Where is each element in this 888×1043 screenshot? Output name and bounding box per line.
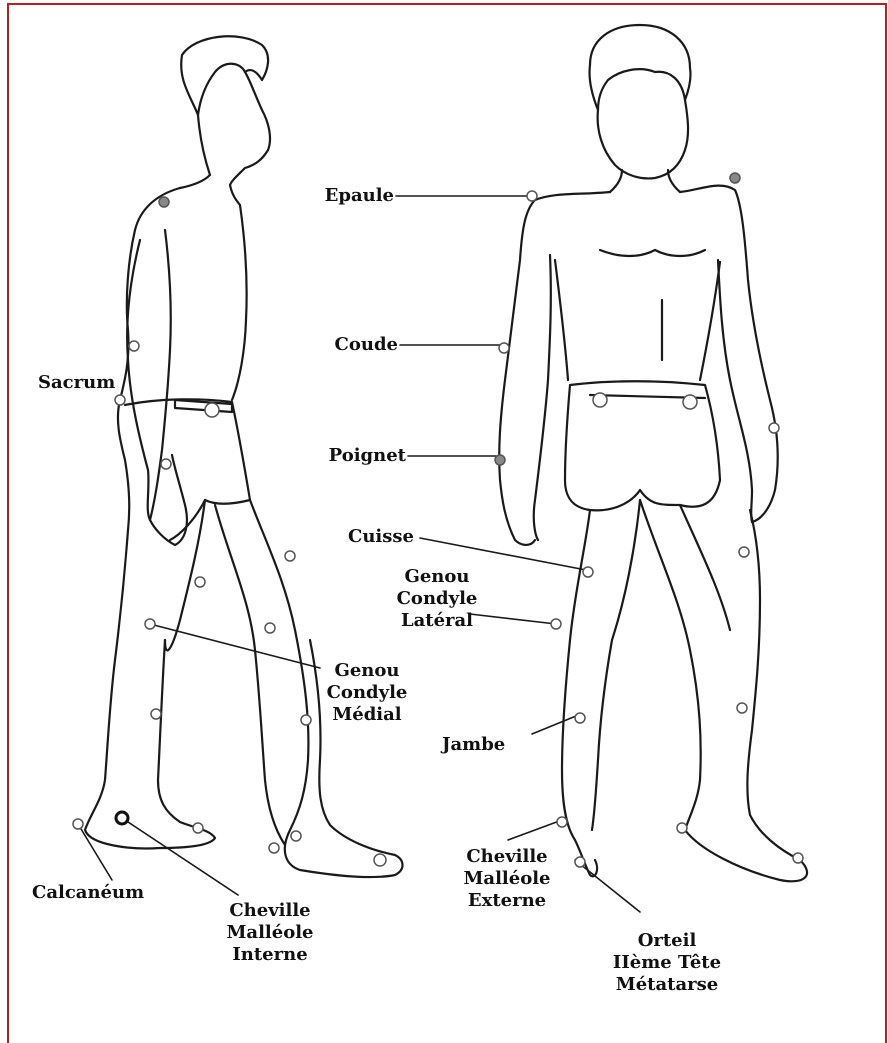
label-cheville-interne-line3: Interne [210, 944, 330, 966]
label-orteil-line3: Métatarse [602, 974, 732, 996]
label-genou-lateral-line1: Genou [382, 566, 492, 588]
label-genou-medial-line2: Condyle [312, 682, 422, 704]
label-genou-medial-line1: Genou [312, 660, 422, 682]
label-cheville-interne-line2: Malléole [210, 922, 330, 944]
marker-coude [499, 343, 509, 353]
label-genou-medial: Genou Condyle Médial [312, 660, 422, 726]
label-cheville-externe-line3: Externe [452, 890, 562, 912]
marker-epaule [527, 191, 537, 201]
marker-genou-medial [145, 619, 155, 629]
label-orteil: Orteil IIème Tête Métatarse [602, 930, 732, 996]
label-orteil-line1: Orteil [602, 930, 732, 952]
label-orteil-line2: IIème Tête [602, 952, 732, 974]
label-genou-lateral-line2: Condyle [382, 588, 492, 610]
label-cuisse: Cuisse [348, 526, 414, 548]
marker-poignet [495, 455, 505, 465]
label-sacrum: Sacrum [38, 372, 115, 394]
label-genou-medial-line3: Médial [312, 704, 422, 726]
label-cheville-externe-line2: Malléole [452, 868, 562, 890]
marker-cuisse [583, 567, 593, 577]
marker-calcaneum [73, 819, 83, 829]
marker-genou-lateral [551, 619, 561, 629]
label-poignet: Poignet [300, 445, 406, 467]
marker-cheville-interne [116, 812, 128, 824]
marker-cheville-externe [557, 817, 567, 827]
label-cheville-interne: Cheville Malléole Interne [210, 900, 330, 966]
marker-sacrum [115, 395, 125, 405]
label-genou-lateral-line3: Latéral [382, 610, 492, 632]
label-cheville-externe: Cheville Malléole Externe [452, 846, 562, 912]
label-genou-lateral: Genou Condyle Latéral [382, 566, 492, 632]
label-jambe: Jambe [442, 734, 505, 756]
marker-orteil [575, 857, 585, 867]
front-view-figure [499, 25, 807, 881]
label-cheville-externe-line1: Cheville [452, 846, 562, 868]
label-epaule: Epaule [300, 185, 394, 207]
label-cheville-interne-line1: Cheville [210, 900, 330, 922]
label-coude: Coude [300, 334, 398, 356]
marker-jambe [575, 713, 585, 723]
markers [73, 173, 803, 867]
label-calcaneum: Calcanéum [32, 882, 144, 904]
